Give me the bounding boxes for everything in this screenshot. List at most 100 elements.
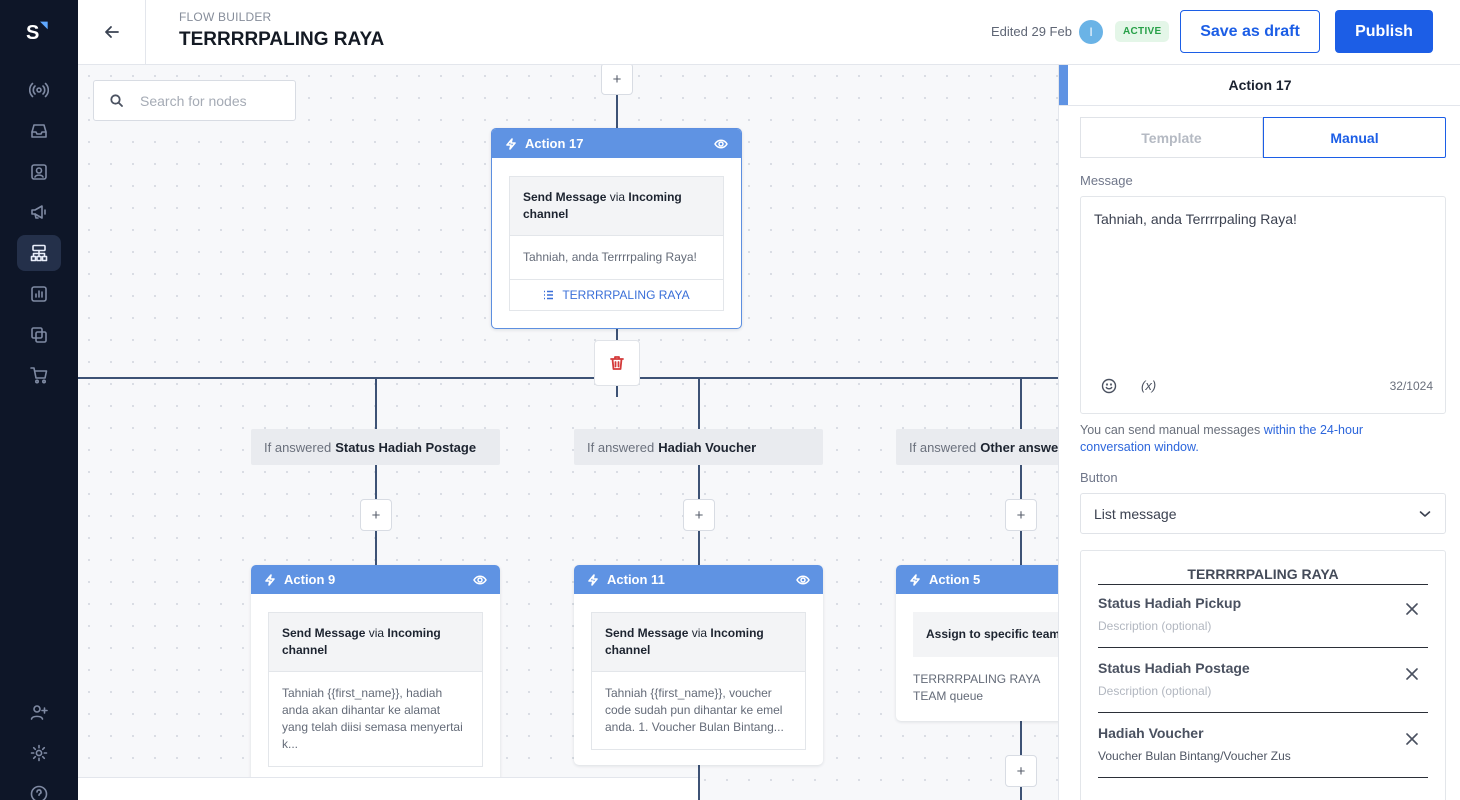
button-type-select[interactable]: List message [1080, 493, 1446, 534]
manual-message-hint: You can send manual messages within the … [1080, 423, 1364, 454]
eye-icon[interactable] [473, 574, 487, 586]
avatar[interactable]: I [1079, 20, 1103, 44]
connector-line [78, 377, 1060, 379]
node-header: Action 11 [574, 565, 823, 594]
logo-spark-icon: ◥ [40, 20, 48, 31]
message-card: Send Message via Incoming channel Tahnia… [591, 612, 806, 750]
megaphone-icon[interactable] [17, 194, 61, 230]
add-node-button[interactable]: + [1005, 755, 1037, 787]
message-text[interactable]: Tahniah, anda Terrrrpaling Raya! [1094, 211, 1297, 227]
status-badge: ACTIVE [1115, 21, 1170, 42]
back-button[interactable] [78, 0, 146, 64]
list-title: TERRRRPALING RAYA [1098, 566, 1428, 585]
assign-type: Assign to specific team [913, 612, 1060, 657]
node-title: Action 11 [607, 572, 665, 587]
page-title: TERRRRPALING RAYA [179, 29, 385, 50]
page-eyebrow: FLOW BUILDER [179, 10, 272, 24]
node-settings-panel: Action 17 Template Manual Message Tahnia… [1058, 65, 1460, 800]
message-card: Send Message via Incoming channel Tahnia… [509, 176, 724, 311]
node-header: Action 9 [251, 565, 500, 594]
emoji-icon[interactable] [1101, 378, 1117, 394]
lightning-icon [506, 137, 516, 150]
canvas-toolbar [78, 777, 698, 800]
action-node[interactable]: Action 11 Send Message via Incoming chan… [574, 565, 823, 765]
conversation-window-link[interactable]: within the 24-hour conversation window. [1080, 423, 1364, 454]
search-box[interactable] [93, 80, 296, 121]
message-label: Message [1080, 173, 1133, 188]
analytics-icon[interactable] [17, 276, 61, 312]
connector-line [698, 765, 700, 800]
add-node-button[interactable]: + [601, 65, 633, 95]
panel-title: Action 17 [1059, 65, 1460, 106]
message-type: Send Message via Incoming channel [592, 613, 805, 671]
connector-line [616, 385, 618, 397]
message-card: Send Message via Incoming channel Tahnia… [268, 612, 483, 767]
eye-icon[interactable] [796, 574, 810, 586]
nav-rail: S◥ [0, 0, 78, 800]
flow-builder-icon[interactable] [17, 235, 61, 271]
search-input[interactable] [140, 92, 290, 109]
assign-target: TERRRRPALING RAYA TEAM queue [913, 672, 1040, 703]
arrow-left-icon [104, 26, 119, 38]
flow-canvas[interactable]: + Action 17 Send Message via Incoming ch… [78, 65, 1060, 800]
settings-icon[interactable] [17, 735, 61, 771]
contacts-icon[interactable] [17, 154, 61, 190]
action-node[interactable]: Action 5 Assign to specific team TERRRRP… [896, 565, 1060, 721]
variable-icon[interactable]: (x) [1141, 378, 1157, 393]
list-item[interactable]: Hadiah Voucher Voucher Bulan Bintang/Vou… [1098, 714, 1428, 778]
assign-card: Assign to specific team [913, 612, 1060, 657]
add-node-button[interactable]: + [683, 499, 715, 531]
connector-line [616, 328, 618, 340]
search-icon [110, 94, 123, 107]
commerce-icon[interactable] [17, 357, 61, 393]
tab-manual[interactable]: Manual [1263, 117, 1446, 158]
connector-line [698, 377, 700, 429]
node-title: Action 9 [284, 572, 336, 587]
help-icon[interactable] [17, 776, 61, 800]
publish-button[interactable]: Publish [1335, 10, 1433, 53]
node-header: Action 17 [492, 129, 741, 158]
add-node-button[interactable]: + [1005, 499, 1037, 531]
list-item-description[interactable]: Description (optional) [1098, 619, 1212, 633]
message-type: Send Message via Incoming channel [269, 613, 482, 671]
inbox-icon[interactable] [17, 113, 61, 149]
eye-icon[interactable] [714, 138, 728, 150]
list-item-title: Status Hadiah Pickup [1098, 595, 1242, 611]
list-message-link[interactable]: TERRRRPALING RAYA [510, 279, 723, 310]
list-item-title: Hadiah Voucher [1098, 725, 1204, 741]
add-user-icon[interactable] [17, 694, 61, 730]
broadcast-icon[interactable] [17, 72, 61, 108]
action-node-selected[interactable]: Action 17 Send Message via Incoming chan… [491, 128, 742, 329]
button-label: Button [1080, 470, 1118, 485]
button-type-value: List message [1094, 505, 1177, 522]
close-icon[interactable] [1406, 733, 1418, 745]
connector-line [616, 95, 618, 130]
close-icon[interactable] [1406, 603, 1418, 615]
templates-icon[interactable] [17, 317, 61, 353]
chevron-down-icon [1419, 511, 1431, 517]
list-item-description[interactable]: Description (optional) [1098, 684, 1212, 698]
message-input[interactable]: Tahniah, anda Terrrrpaling Raya! (x) 32/… [1080, 196, 1446, 414]
panel-accent [1059, 65, 1068, 105]
character-count: 32/1024 [1389, 379, 1433, 393]
app-logo[interactable]: S◥ [26, 20, 54, 50]
close-icon[interactable] [1406, 668, 1418, 680]
action-node[interactable]: Action 9 Send Message via Incoming chann… [251, 565, 500, 795]
list-item-description[interactable]: Voucher Bulan Bintang/Voucher Zus [1098, 749, 1291, 763]
save-draft-button[interactable]: Save as draft [1180, 10, 1320, 53]
delete-node-button[interactable] [594, 340, 640, 386]
add-node-button[interactable]: + [360, 499, 392, 531]
node-header: Action 5 [896, 565, 1060, 594]
lightning-icon [265, 573, 275, 586]
list-item[interactable]: Status Hadiah Postage Description (optio… [1098, 649, 1428, 713]
tab-template[interactable]: Template [1080, 117, 1263, 158]
message-preview: Tahniah {{first_name}}, hadiah anda akan… [269, 671, 482, 766]
list-item[interactable]: Status Hadiah Pickup Description (option… [1098, 584, 1428, 648]
edited-timestamp: Edited 29 Feb [991, 24, 1072, 39]
connector-line [1020, 377, 1022, 429]
node-title: Action 5 [929, 572, 981, 587]
message-preview: Tahniah {{first_name}}, voucher code sud… [592, 671, 805, 749]
